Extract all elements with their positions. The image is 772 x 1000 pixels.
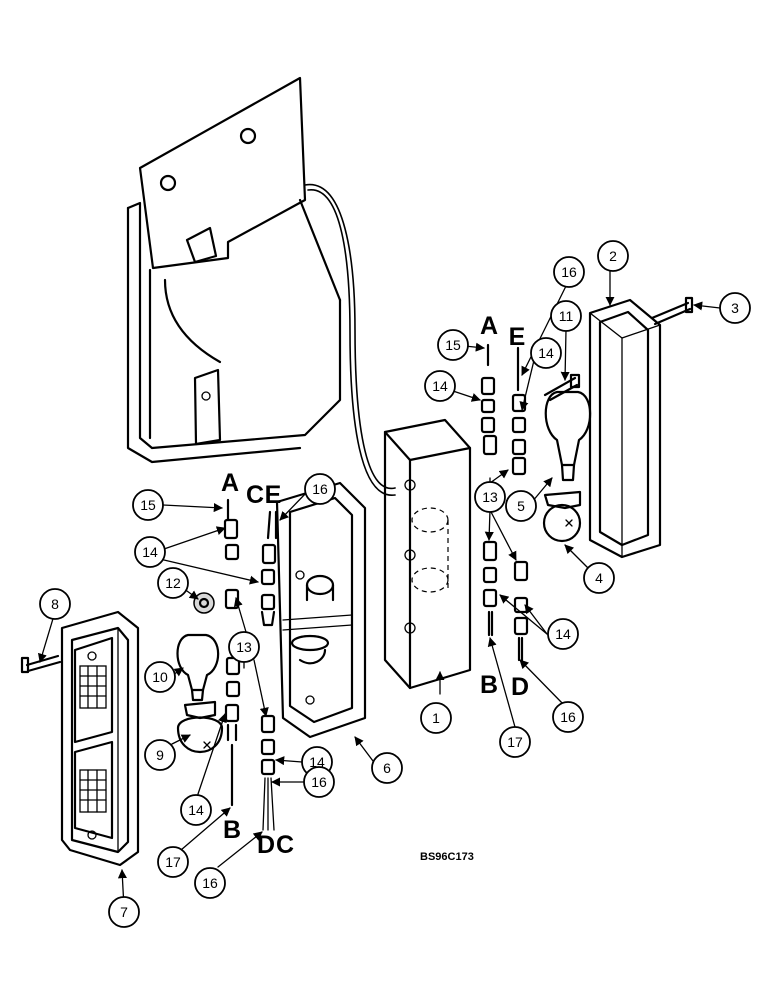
svg-text:16: 16 [312, 481, 328, 497]
letter-b: B [223, 816, 241, 844]
callout-15: 15 [132, 489, 164, 521]
lens-grid-top [79, 665, 107, 709]
bulb-9 [176, 700, 224, 753]
letter-a: A [221, 469, 239, 497]
callout-16: 16 [304, 473, 336, 505]
callout-11: 11 [550, 300, 582, 332]
svg-text:1: 1 [432, 710, 440, 726]
callout-14: 14 [547, 618, 579, 650]
callout-15: 15 [437, 329, 469, 361]
svg-text:16: 16 [202, 875, 218, 891]
grommet-12 [193, 592, 215, 614]
bulb-10 [176, 633, 220, 702]
callout-17: 17 [499, 726, 531, 758]
mounting-bracket [126, 76, 342, 464]
svg-text:15: 15 [445, 337, 461, 353]
svg-text:15: 15 [140, 497, 156, 513]
bulb-4 [542, 490, 582, 543]
letter-d: D [257, 831, 275, 859]
svg-text:14: 14 [432, 378, 448, 394]
lamp-frame [588, 298, 662, 559]
svg-text:17: 17 [507, 734, 523, 750]
callout-16: 16 [194, 867, 226, 899]
svg-text:7: 7 [120, 904, 128, 920]
callout-14: 14 [180, 794, 212, 826]
letter-c: C [276, 831, 294, 859]
svg-text:14: 14 [142, 544, 158, 560]
callout-8: 8 [39, 588, 71, 620]
svg-text:13: 13 [236, 639, 252, 655]
bulb-5 [544, 390, 592, 482]
svg-text:8: 8 [51, 596, 59, 612]
callout-14: 14 [530, 337, 562, 369]
callout-3: 3 [719, 292, 751, 324]
letter-a: A [480, 312, 498, 340]
svg-text:12: 12 [165, 575, 181, 591]
diagram-code: BS96C173 [420, 851, 474, 863]
callout-5: 5 [505, 490, 537, 522]
callout-13: 13 [474, 481, 506, 513]
svg-text:4: 4 [595, 570, 603, 586]
callout-7: 7 [108, 896, 140, 928]
callout-2: 2 [597, 240, 629, 272]
callout-12: 12 [157, 567, 189, 599]
callout-16: 16 [553, 256, 585, 288]
letter-e: E [265, 481, 282, 509]
callout-17: 17 [157, 846, 189, 878]
connectors-left [223, 498, 278, 831]
svg-text:9: 9 [156, 747, 164, 763]
callout-1: 1 [420, 702, 452, 734]
lens-grid-bottom [79, 769, 107, 813]
callout-16: 16 [552, 701, 584, 733]
svg-text:16: 16 [561, 264, 577, 280]
callout-4: 4 [583, 562, 615, 594]
svg-text:14: 14 [538, 345, 554, 361]
svg-text:3: 3 [731, 300, 739, 316]
lamp-housing-right [383, 418, 472, 690]
wire-letters: A A B B C C D D E E [221, 312, 529, 859]
leader-lines [37, 267, 721, 909]
callout-6: 6 [371, 752, 403, 784]
svg-text:6: 6 [383, 760, 391, 776]
callout-16: 16 [303, 766, 335, 798]
callouts: 1 2 3 4 5 6 7 8 9 10 11 12 13 13 14 14 1… [39, 240, 751, 928]
svg-text:14: 14 [555, 626, 571, 642]
svg-text:14: 14 [188, 802, 204, 818]
svg-text:10: 10 [152, 669, 168, 685]
lens-cover [60, 610, 140, 867]
letter-d: D [511, 673, 529, 701]
screw-3 [650, 296, 694, 326]
letter-b: B [480, 671, 498, 699]
svg-text:13: 13 [482, 489, 498, 505]
svg-text:11: 11 [559, 308, 574, 324]
svg-text:16: 16 [311, 774, 327, 790]
harness-wire [304, 184, 396, 490]
svg-text:5: 5 [517, 498, 525, 514]
letter-c: C [246, 481, 264, 509]
svg-text:16: 16 [560, 709, 576, 725]
callout-14: 14 [424, 370, 456, 402]
callout-14: 14 [134, 536, 166, 568]
letter-e: E [509, 323, 526, 351]
svg-text:2: 2 [609, 248, 617, 264]
lamp-housing-left [275, 481, 367, 739]
callout-9: 9 [144, 739, 176, 771]
svg-text:17: 17 [165, 854, 181, 870]
callout-13: 13 [228, 631, 260, 663]
callout-10: 10 [144, 661, 176, 693]
svg-text:14: 14 [309, 754, 325, 770]
